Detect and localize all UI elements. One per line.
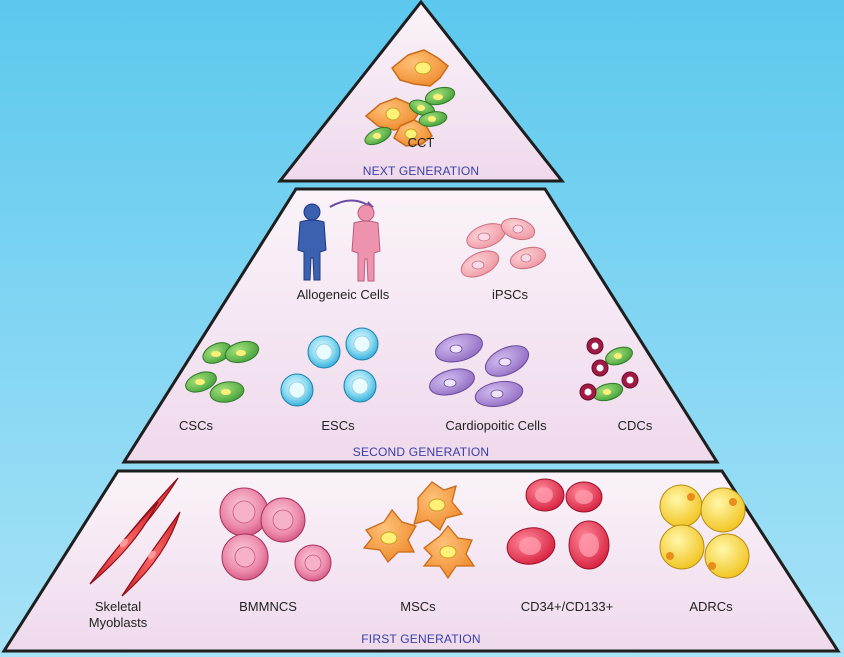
label-escs: ESCs xyxy=(321,418,355,433)
label-allogeneic-cells: Allogeneic Cells xyxy=(297,287,390,302)
tier-next-generation xyxy=(276,0,566,183)
person-transfer-icon xyxy=(297,199,381,282)
label-skeletal: Skeletal xyxy=(95,599,141,614)
label-myoblasts: Myoblasts xyxy=(89,615,148,630)
label-mscs: MSCs xyxy=(400,599,436,614)
label-cct: CCT xyxy=(408,135,435,150)
red-oval-cell-icon xyxy=(506,478,610,570)
pink-round-cell-icon xyxy=(219,487,332,582)
mixed-red-green-cell-icon xyxy=(579,337,639,402)
tier-first-generation xyxy=(1,469,841,653)
label-cdcs: CDCs xyxy=(618,418,653,433)
recipient-person-icon xyxy=(351,204,381,282)
spindle-cell-icon xyxy=(89,477,181,597)
label-cd34-cd133: CD34+/CD133+ xyxy=(521,599,614,614)
generation-label-next: NEXT GENERATION xyxy=(363,164,480,178)
generation-label-second: SECOND GENERATION xyxy=(353,445,490,459)
purple-cell-cluster-icon xyxy=(429,333,530,408)
cct-cell-cluster xyxy=(364,49,456,147)
label-cscs: CSCs xyxy=(179,418,213,433)
generation-label-first: FIRST GENERATION xyxy=(361,632,480,646)
orange-star-cell-icon xyxy=(362,481,476,580)
green-cell-cluster-icon xyxy=(185,340,260,403)
donor-person-icon xyxy=(297,203,327,281)
blue-round-cell-icon xyxy=(280,327,379,407)
pink-cell-cluster-icon xyxy=(460,217,547,278)
tier-second-generation xyxy=(121,187,720,464)
label-adrcs: ADRCs xyxy=(689,599,733,614)
label-ipscs: iPSCs xyxy=(492,287,529,302)
label-bmmncs: BMMNCS xyxy=(239,599,297,614)
yellow-fat-cell-icon xyxy=(659,484,750,579)
label-cardiopoitic-cells: Cardiopoitic Cells xyxy=(445,418,547,433)
